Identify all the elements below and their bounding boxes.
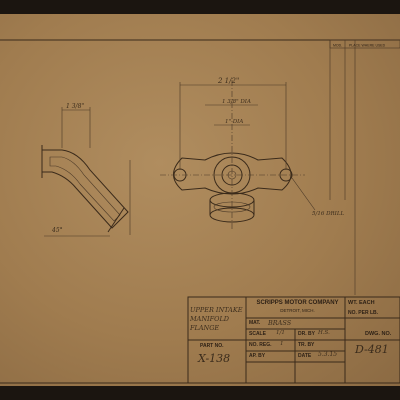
company-location: DETROIT, MICH.: [280, 308, 315, 313]
wt-each-label: WT. EACH: [348, 300, 375, 306]
dr-by-label: DR. BY: [298, 331, 315, 337]
date-value: 5.3.15: [318, 351, 338, 358]
dwg-no-label: DWG. NO.: [365, 331, 392, 337]
company-name: SCRIPPS MOTOR COMPANY: [256, 300, 339, 306]
flange-front-view: [160, 80, 305, 230]
flange-side-view: 1 3/8" 45°: [41, 103, 131, 237]
no-reg-value: 1: [280, 341, 284, 347]
title-block: UPPER INTAKE MANIFOLD FLANGE: [187, 296, 400, 384]
no-per-lb-label: NO. PER LB.: [348, 310, 379, 316]
dim-side-angle: 45°: [51, 227, 63, 234]
no-reg-label: NO. REG.: [249, 342, 272, 348]
part-name: UPPER INTAKE MANIFOLD FLANGE: [189, 306, 245, 332]
scale-label: SCALE: [249, 331, 266, 337]
dim-side-top: 1 3/8": [66, 103, 84, 110]
revision-col-mod: MOD.: [333, 44, 342, 48]
date-label: DATE: [298, 353, 312, 359]
dr-by-value: H.S.: [318, 330, 330, 336]
ap-by-label: AP. BY: [249, 353, 266, 359]
dim-overall-length: 2 1/2": [217, 77, 239, 85]
scale-value: 1/1: [276, 330, 285, 336]
dim-hole-note: 5/16 DRILL: [312, 211, 344, 217]
dim-center-bore: 1 3/8" DIA: [222, 99, 251, 105]
dwg-no-value: D-481: [355, 343, 389, 356]
dim-inner-bore: 1" DIA: [225, 119, 243, 125]
revision-block: MOD. PLACE WHERE USED: [329, 39, 400, 200]
part-no-value: X-138: [198, 352, 231, 365]
front-dimensions: 2 1/2" 1 3/8" DIA 1" DIA 5/16 DRILL: [179, 77, 344, 217]
paper-background: [0, 14, 400, 386]
part-no-label: PART NO.: [200, 343, 224, 349]
mat-label: MAT.: [249, 320, 261, 326]
mat-value: BRASS: [268, 319, 292, 327]
revision-col-place: PLACE WHERE USED: [349, 44, 386, 48]
tr-by-label: TR. BY: [298, 342, 315, 348]
